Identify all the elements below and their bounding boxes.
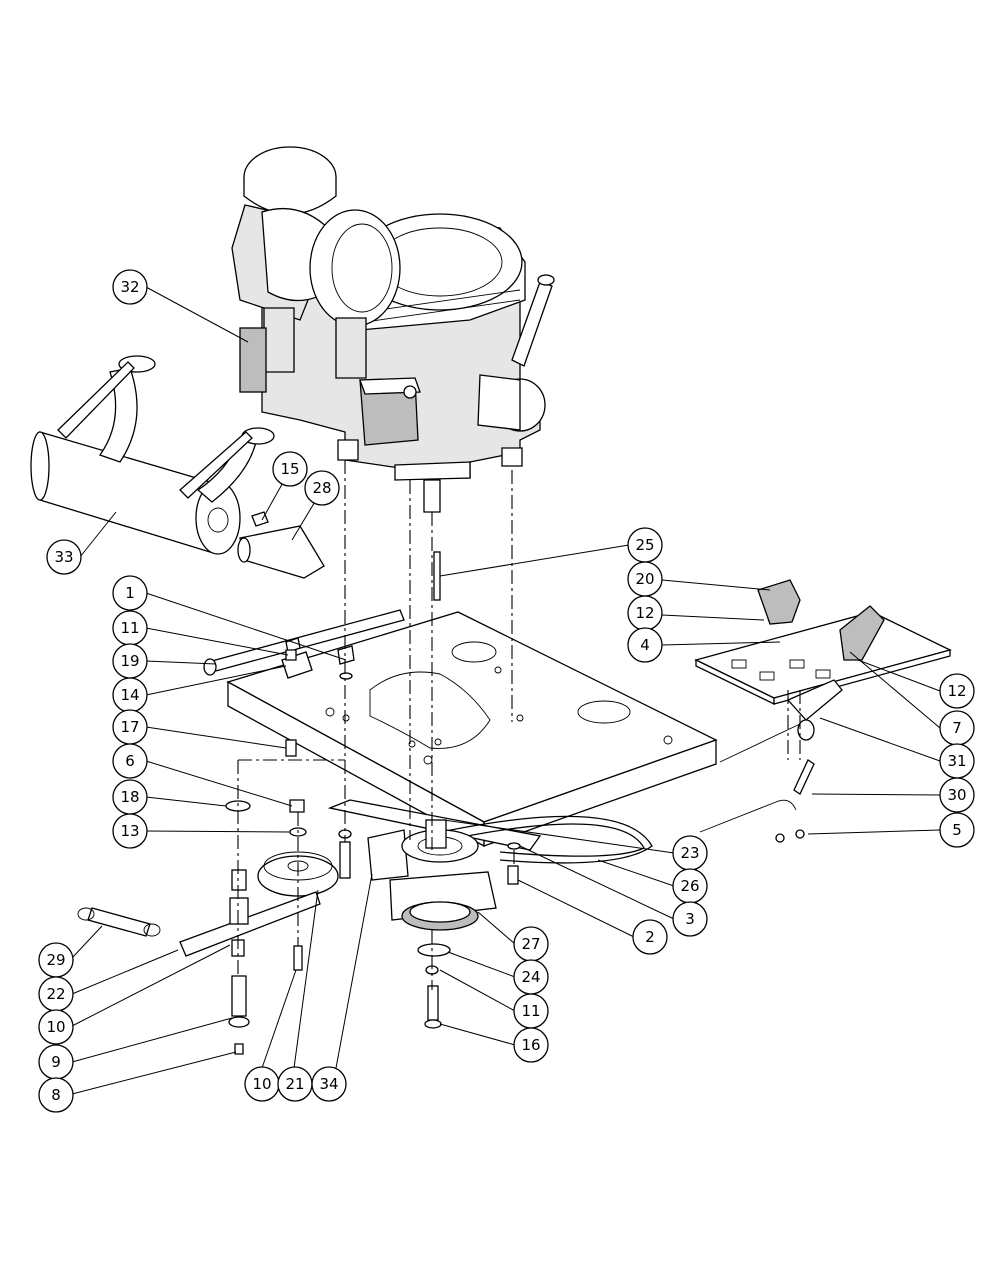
callout-15[interactable]: 15 [272,451,308,487]
callout-21-label: 21 [285,1075,304,1093]
callout-31-label: 31 [947,752,966,770]
callout-1-label: 1 [125,584,135,602]
callout-3[interactable]: 3 [672,901,708,937]
callout-26-label: 26 [680,877,699,895]
callout-17[interactable]: 17 [112,709,148,745]
callout-11-label: 11 [120,619,139,637]
callout-4[interactable]: 4 [627,627,663,663]
callout-25-label: 25 [635,536,654,554]
callout-32[interactable]: 32 [112,269,148,305]
callout-12[interactable]: 12 [627,595,663,631]
callout-14[interactable]: 14 [112,677,148,713]
callout-3-label: 3 [685,910,695,928]
engine-assembly [231,146,555,513]
assembly-centerlines [237,460,801,990]
callout-13[interactable]: 13 [112,813,148,849]
callout-33-label: 33 [54,548,73,566]
callout-21[interactable]: 21 [277,1066,313,1102]
callout-11-b-label: 11 [521,1002,540,1020]
callout-7-label: 7 [952,719,962,737]
callout-12-b-label: 12 [947,682,966,700]
callout-9-label: 9 [51,1053,61,1071]
callout-20-label: 20 [635,570,654,588]
callout-18-label: 18 [120,788,139,806]
callout-leaders [71,286,941,1095]
callout-11[interactable]: 11 [112,610,148,646]
callout-13-label: 13 [120,822,139,840]
callout-27-label: 27 [521,935,540,953]
callout-12-b[interactable]: 12 [939,673,975,709]
control-panel-assembly [694,579,952,843]
callout-16-label: 16 [521,1036,540,1054]
callout-34[interactable]: 34 [311,1066,347,1102]
callout-10-b[interactable]: 10 [244,1066,280,1102]
callout-25[interactable]: 25 [627,527,663,563]
callout-19[interactable]: 19 [112,643,148,679]
muffler-assembly [30,355,325,579]
callout-24[interactable]: 24 [513,959,549,995]
callout-30-label: 30 [947,786,966,804]
callout-8[interactable]: 8 [38,1077,74,1113]
callout-29-label: 29 [46,951,65,969]
callout-8-label: 8 [51,1086,61,1104]
callout-12-label: 12 [635,604,654,622]
callout-20[interactable]: 20 [627,561,663,597]
callout-7[interactable]: 7 [939,710,975,746]
callout-34-label: 34 [319,1075,338,1093]
callout-2[interactable]: 2 [632,919,668,955]
callout-31[interactable]: 31 [939,743,975,779]
callout-18[interactable]: 18 [112,779,148,815]
callout-6-label: 6 [125,752,135,770]
fuel-line-assembly [203,609,405,680]
callout-23[interactable]: 23 [672,835,708,871]
callout-23-label: 23 [680,844,699,862]
callout-16[interactable]: 16 [513,1027,549,1063]
callout-28[interactable]: 28 [304,470,340,506]
callout-2-label: 2 [645,928,655,946]
callout-4-label: 4 [640,636,650,654]
callout-28-label: 28 [312,479,331,497]
callout-22[interactable]: 22 [38,976,74,1012]
callout-6[interactable]: 6 [112,743,148,779]
callout-22-label: 22 [46,985,65,1003]
callout-17-label: 17 [120,718,139,736]
callout-balloons: 32 33 15 28 25 20 12 4 12 7 31 30 5 1 11… [38,269,975,1113]
callout-11-b[interactable]: 11 [513,993,549,1029]
callout-10-label: 10 [46,1018,65,1036]
callout-33[interactable]: 33 [46,539,82,575]
callout-5-label: 5 [952,821,962,839]
callout-10-b-label: 10 [252,1075,271,1093]
callout-27[interactable]: 27 [513,926,549,962]
callout-5[interactable]: 5 [939,812,975,848]
callout-14-label: 14 [120,686,139,704]
callout-1[interactable]: 1 [112,575,148,611]
clutch-pulley-assembly [77,551,653,1055]
callout-32-label: 32 [120,278,139,296]
callout-19-label: 19 [120,652,139,670]
callout-9[interactable]: 9 [38,1044,74,1080]
callout-30[interactable]: 30 [939,777,975,813]
callout-26[interactable]: 26 [672,868,708,904]
callout-15-label: 15 [280,460,299,478]
callout-29[interactable]: 29 [38,942,74,978]
callout-10[interactable]: 10 [38,1009,74,1045]
callout-24-label: 24 [521,968,540,986]
